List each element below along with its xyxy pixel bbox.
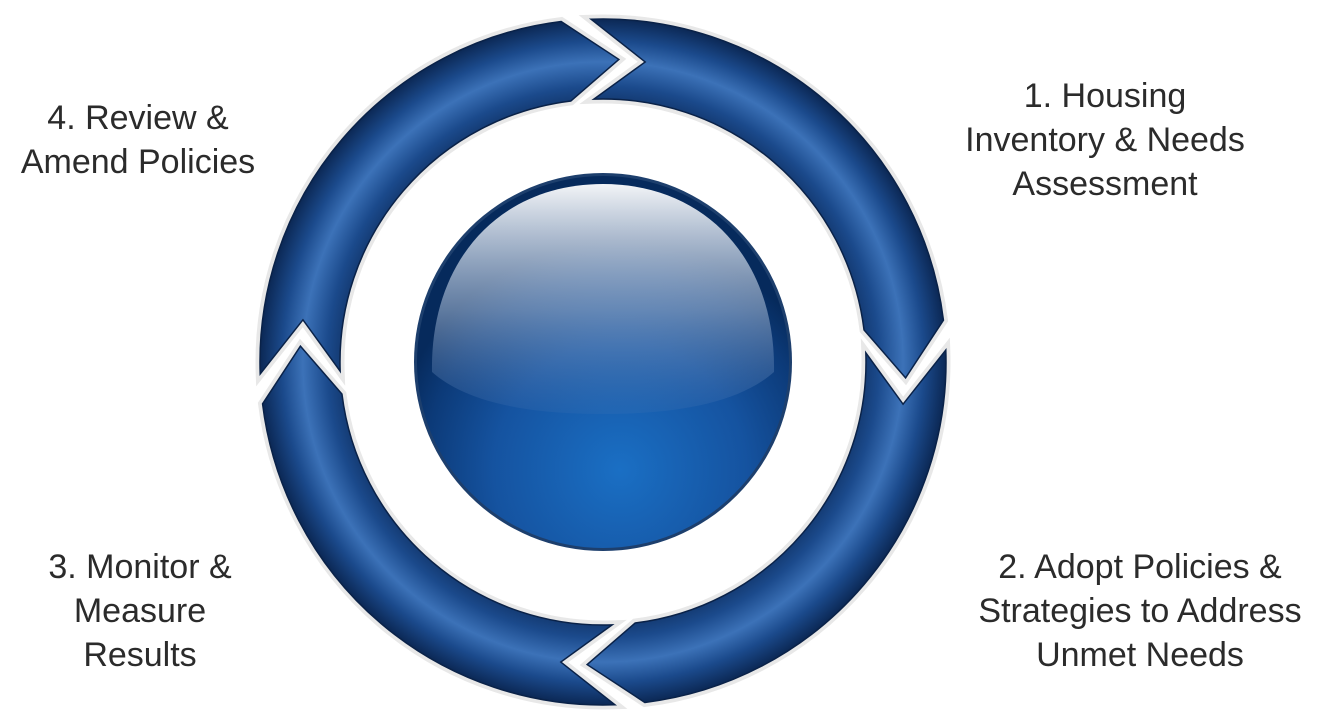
step-1-line-3: Assessment — [1012, 165, 1198, 203]
step-1-line-1: 1. Housing — [1023, 77, 1187, 115]
step-3-line-2: Measure — [73, 592, 207, 630]
step-3-label: 3. Monitor & Measure Results — [20, 545, 260, 677]
center-sphere — [414, 173, 792, 551]
step-2-label: 2. Adopt Policies & Strategies to Addres… — [960, 545, 1320, 677]
step-4-label: 4. Review & Amend Policies — [2, 96, 274, 184]
step-1-label: 1. Housing Inventory & Needs Assessment — [940, 74, 1270, 206]
step-4-line-1: 4. Review & — [47, 99, 229, 137]
step-2-line-1: 2. Adopt Policies & — [998, 548, 1282, 586]
sphere-highlight — [431, 184, 775, 414]
step-3-line-1: 3. Monitor & — [48, 548, 232, 586]
arrow-segment-3 — [261, 344, 618, 706]
arrow-segment-2 — [585, 347, 947, 704]
arrow-segment-4 — [259, 20, 621, 377]
arrow-segment-1 — [588, 18, 945, 380]
step-4-line-2: Amend Policies — [20, 143, 256, 181]
step-2-line-3: Unmet Needs — [1036, 636, 1244, 674]
step-3-line-3: Results — [83, 636, 197, 674]
cycle-arrows — [255, 14, 951, 710]
step-1-line-2: Inventory & Needs — [965, 121, 1245, 159]
step-2-line-2: Strategies to Address — [978, 592, 1302, 630]
